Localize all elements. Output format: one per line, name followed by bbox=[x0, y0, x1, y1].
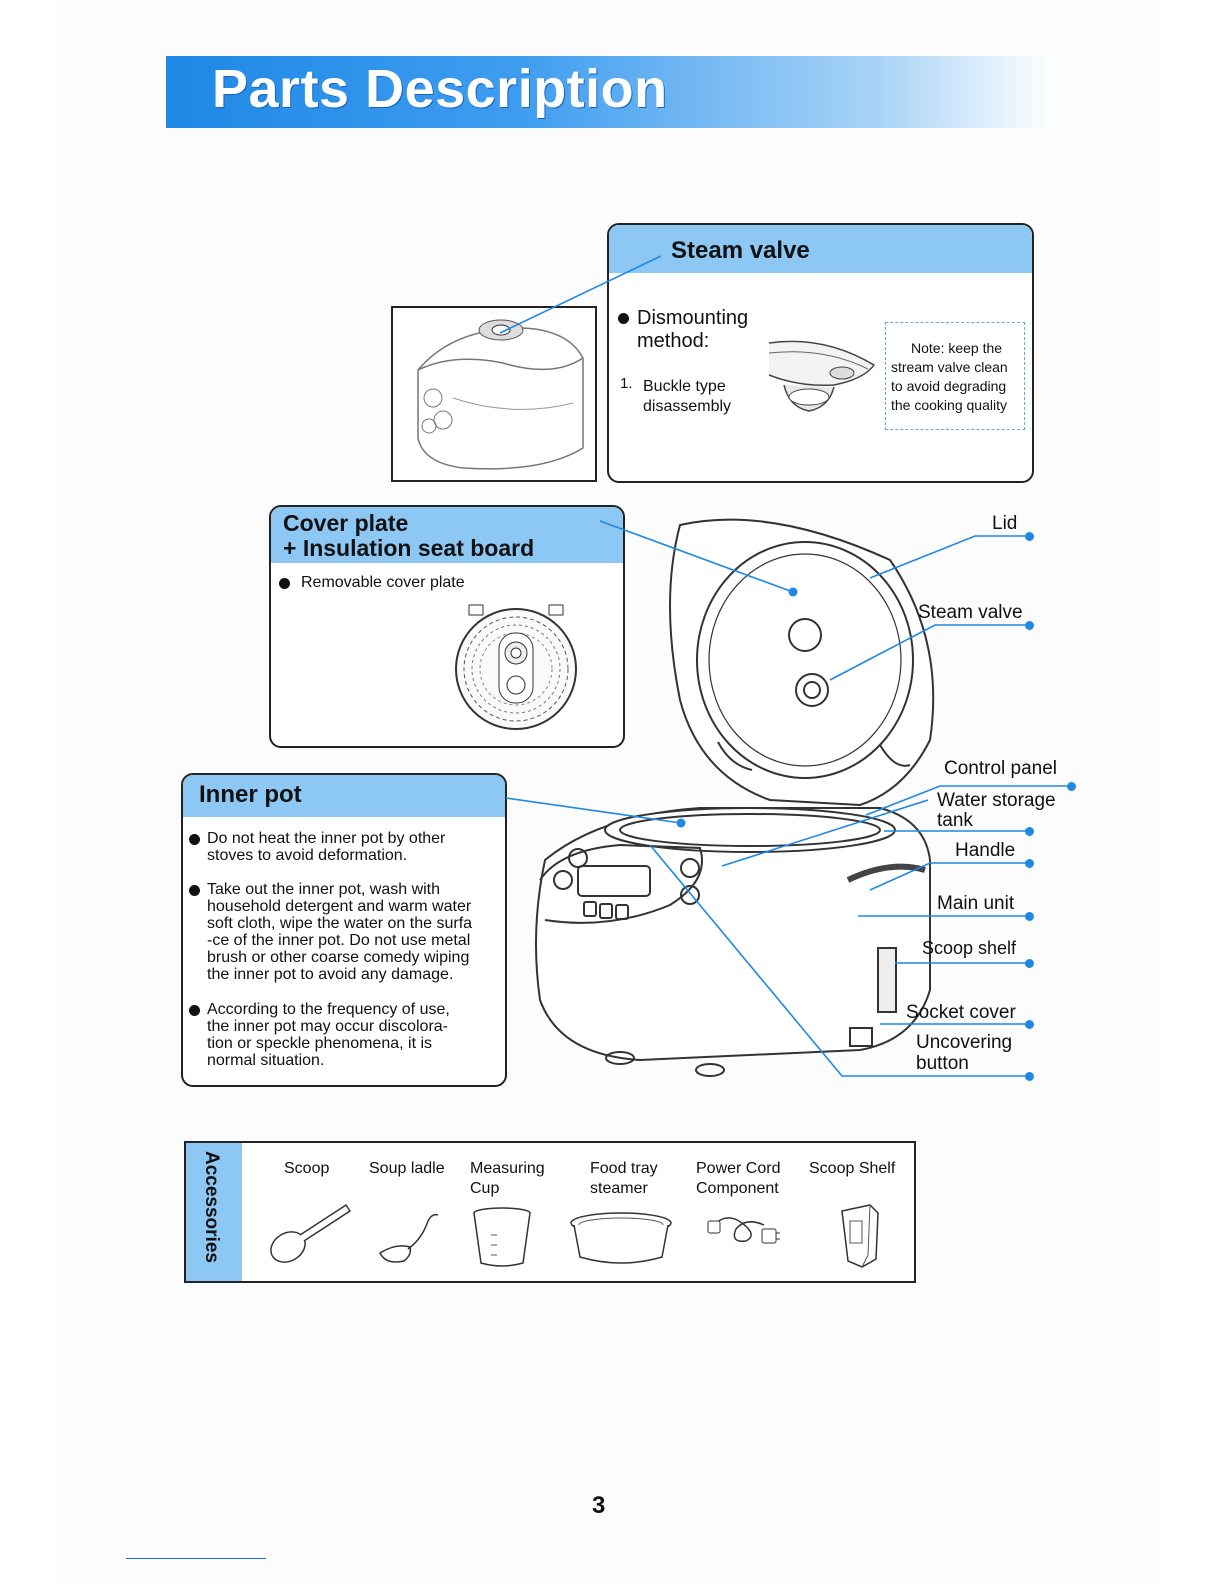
bullet-dot bbox=[189, 834, 200, 845]
callout-dot bbox=[1025, 859, 1034, 868]
cover-plate-bullet: Removable cover plate bbox=[301, 574, 465, 591]
inner-pot-bullet-3-line-1: According to the frequency of use, bbox=[207, 1001, 450, 1018]
callout-dot bbox=[1025, 621, 1034, 630]
inner-pot-box: Inner pot Do not heat the inner pot by o… bbox=[181, 773, 507, 1087]
callout-steam-valve: Steam valve bbox=[918, 602, 1023, 623]
accessory-soup-ladle-label: Soup ladle bbox=[369, 1160, 445, 1177]
inner-pot-bullet-2-line-6: the inner pot to avoid any damage. bbox=[207, 966, 454, 983]
callout-dot bbox=[1025, 532, 1034, 541]
step-number: 1. bbox=[620, 375, 633, 392]
note-line-2: stream valve clean bbox=[891, 359, 1008, 375]
steam-valve-box-header bbox=[609, 225, 1032, 273]
callout-lid: Lid bbox=[992, 513, 1018, 534]
soup-ladle-icon bbox=[379, 1213, 439, 1263]
accessories-panel: Accessories Scoop Soup ladle Measuring C… bbox=[184, 1141, 916, 1283]
inner-pot-bullet-3-line-4: normal situation. bbox=[207, 1052, 325, 1069]
scoop-icon bbox=[270, 1203, 352, 1263]
callout-scoop-shelf: Scoop shelf bbox=[922, 938, 1017, 958]
lid-closeup-illustration bbox=[417, 319, 584, 470]
inner-pot-bullet-3-line-2: the inner pot may occur discolora- bbox=[207, 1018, 448, 1035]
dismounting-method-label: Dismounting method: bbox=[637, 307, 749, 352]
accessory-measuring-cup-label-2: Cup bbox=[470, 1180, 500, 1197]
note-box bbox=[885, 322, 1025, 430]
header-banner bbox=[166, 56, 1056, 128]
food-tray-steamer-icon bbox=[570, 1212, 672, 1264]
callout-dot bbox=[1067, 782, 1076, 791]
cover-plate-illustration bbox=[455, 604, 577, 730]
callout-dot bbox=[1025, 1020, 1034, 1029]
lid-closeup-frame bbox=[391, 306, 597, 482]
callout-uncovering-line-2: button bbox=[916, 1053, 969, 1074]
callout-handle: Handle bbox=[955, 840, 1016, 861]
accessories-title: Accessories bbox=[201, 1151, 222, 1263]
note-line-3: to avoid degrading bbox=[891, 378, 1007, 394]
cooker-lid bbox=[669, 518, 935, 807]
bullet-dot bbox=[189, 1005, 200, 1016]
inner-pot-bullet-2-line-3: soft cloth, wipe the water on the surfa bbox=[207, 915, 473, 932]
callout-socket-cover: Socket cover bbox=[906, 1002, 1016, 1023]
callout-dot bbox=[1025, 912, 1034, 921]
cover-plate-title-2: + Insulation seat board bbox=[283, 535, 535, 561]
callout-dot bbox=[1025, 1072, 1034, 1081]
inner-pot-bullet-3-line-3: tion or speckle phenomena, it is bbox=[207, 1035, 433, 1052]
accessory-food-tray-label-2: steamer bbox=[590, 1180, 648, 1197]
cooker-body bbox=[535, 807, 931, 1077]
step-text-1: Buckle type bbox=[643, 378, 726, 395]
footer-rule bbox=[126, 1558, 266, 1559]
accessory-scoop-shelf-label: Scoop Shelf bbox=[809, 1160, 896, 1177]
steam-valve-part-illustration bbox=[768, 340, 876, 412]
inner-pot-bullet-2-line-1: Take out the inner pot, wash with bbox=[207, 881, 441, 898]
inner-pot-bullet-2-line-4: -ce of the inner pot. Do not use metal bbox=[207, 932, 471, 949]
callout-main-unit: Main unit bbox=[937, 893, 1015, 914]
inner-pot-bullet-1-line-1: Do not heat the inner pot by other bbox=[207, 830, 446, 847]
callout-water-tank-line-1: Water storage bbox=[937, 790, 1056, 811]
inner-pot-bullet-1-line-2: stoves to avoid deformation. bbox=[207, 847, 408, 864]
callout-dot bbox=[1025, 959, 1034, 968]
bullet-dot bbox=[279, 578, 290, 589]
cover-plate-title-1: Cover plate bbox=[283, 510, 409, 536]
inner-pot-title: Inner pot bbox=[199, 781, 302, 808]
accessory-measuring-cup-label-1: Measuring bbox=[470, 1160, 545, 1177]
accessory-food-tray-label-1: Food tray bbox=[590, 1160, 658, 1177]
accessory-scoop-label: Scoop bbox=[284, 1160, 330, 1177]
inner-pot-bullet-2-line-5: brush or other coarse comedy wiping bbox=[207, 949, 470, 966]
inner-pot-bullet-2-line-2: household detergent and warm water bbox=[207, 898, 472, 915]
page-number: 3 bbox=[592, 1492, 606, 1519]
scoop-shelf-icon bbox=[841, 1204, 879, 1268]
steam-valve-box-title: Steam valve bbox=[671, 237, 810, 264]
bullet-dot bbox=[189, 885, 200, 896]
callout-dot bbox=[1025, 827, 1034, 836]
accessories-sidebar bbox=[186, 1143, 242, 1281]
accessory-power-cord-label-1: Power Cord bbox=[696, 1160, 781, 1177]
callout-uncovering-line-1: Uncovering bbox=[916, 1032, 1013, 1053]
accessory-power-cord-label-2: Component bbox=[696, 1180, 779, 1197]
callout-water-tank-line-2: tank bbox=[937, 810, 973, 831]
page-title: Parts Description bbox=[212, 59, 668, 119]
steam-valve-box: Steam valve Dismounting method: 1. Buckl… bbox=[607, 223, 1034, 483]
note-line-4: the cooking quality bbox=[891, 397, 1007, 413]
note-line-1: Note: keep the bbox=[911, 340, 1003, 356]
callout-control-panel: Control panel bbox=[944, 758, 1058, 779]
cover-plate-box: Cover plate + Insulation seat board Remo… bbox=[269, 505, 625, 748]
cover-plate-box-header bbox=[271, 507, 623, 563]
bullet-dot bbox=[618, 313, 629, 324]
inner-pot-box-header bbox=[183, 775, 505, 817]
power-cord-icon bbox=[707, 1217, 780, 1244]
step-text-2: disassembly bbox=[643, 398, 732, 415]
measuring-cup-icon bbox=[473, 1207, 531, 1267]
